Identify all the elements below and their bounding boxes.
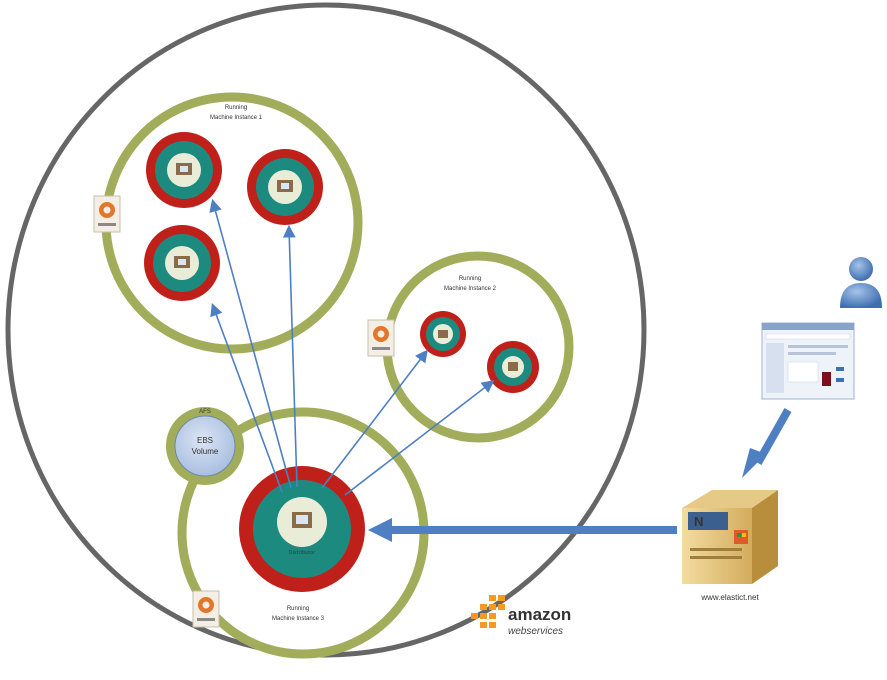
worker-node <box>144 225 220 301</box>
dispatch-arrow <box>321 349 428 489</box>
ebs-label-line1: EBS <box>197 436 213 445</box>
ubuntu-icon <box>367 319 395 357</box>
distributor-node: Distributor <box>239 466 365 592</box>
instance-name-label: Machine Instance 2 <box>444 286 497 292</box>
aws-logo: amazon webservices <box>471 595 571 637</box>
ebs-volume: AFS EBS Volume <box>166 407 244 485</box>
server-badge: N <box>694 514 703 529</box>
ebs-tag: AFS <box>199 409 211 415</box>
user-icon <box>840 257 882 308</box>
dispatch-arrow <box>210 302 283 493</box>
worker-node <box>420 311 466 357</box>
ebs-disk <box>174 415 236 477</box>
instance-status-label: Running <box>225 105 247 111</box>
aws-cubes-icon <box>471 595 505 628</box>
ubuntu-icon <box>93 195 121 233</box>
instance-status-label: Running <box>459 276 481 282</box>
dispatch-arrow <box>282 224 298 488</box>
instance-name-label: Machine Instance 3 <box>272 616 325 622</box>
server-to-distributor-arrow <box>368 518 677 542</box>
distributor-caption: Distributor <box>289 550 317 556</box>
worker-node <box>146 132 222 208</box>
worker-node <box>247 149 323 225</box>
worker-node <box>487 341 539 393</box>
dispatch-arrow <box>344 380 495 496</box>
aws-logo-subtitle: webservices <box>508 626 563 637</box>
aws-logo-wordmark: amazon <box>508 605 571 624</box>
dispatch-arrow <box>209 198 292 489</box>
ubuntu-icon <box>192 590 220 628</box>
dispatch-arrows <box>209 198 495 496</box>
web-browser-window <box>761 322 855 400</box>
instance-name-label: Machine Instance 1 <box>210 115 263 121</box>
ebs-label-line2: Volume <box>192 447 219 456</box>
server-url-label: www.elastict.net <box>700 593 759 602</box>
web-server-icon: N www.elastict.net <box>682 490 778 602</box>
instance-status-label: Running <box>287 606 309 612</box>
browser-to-server-arrow <box>742 408 792 478</box>
